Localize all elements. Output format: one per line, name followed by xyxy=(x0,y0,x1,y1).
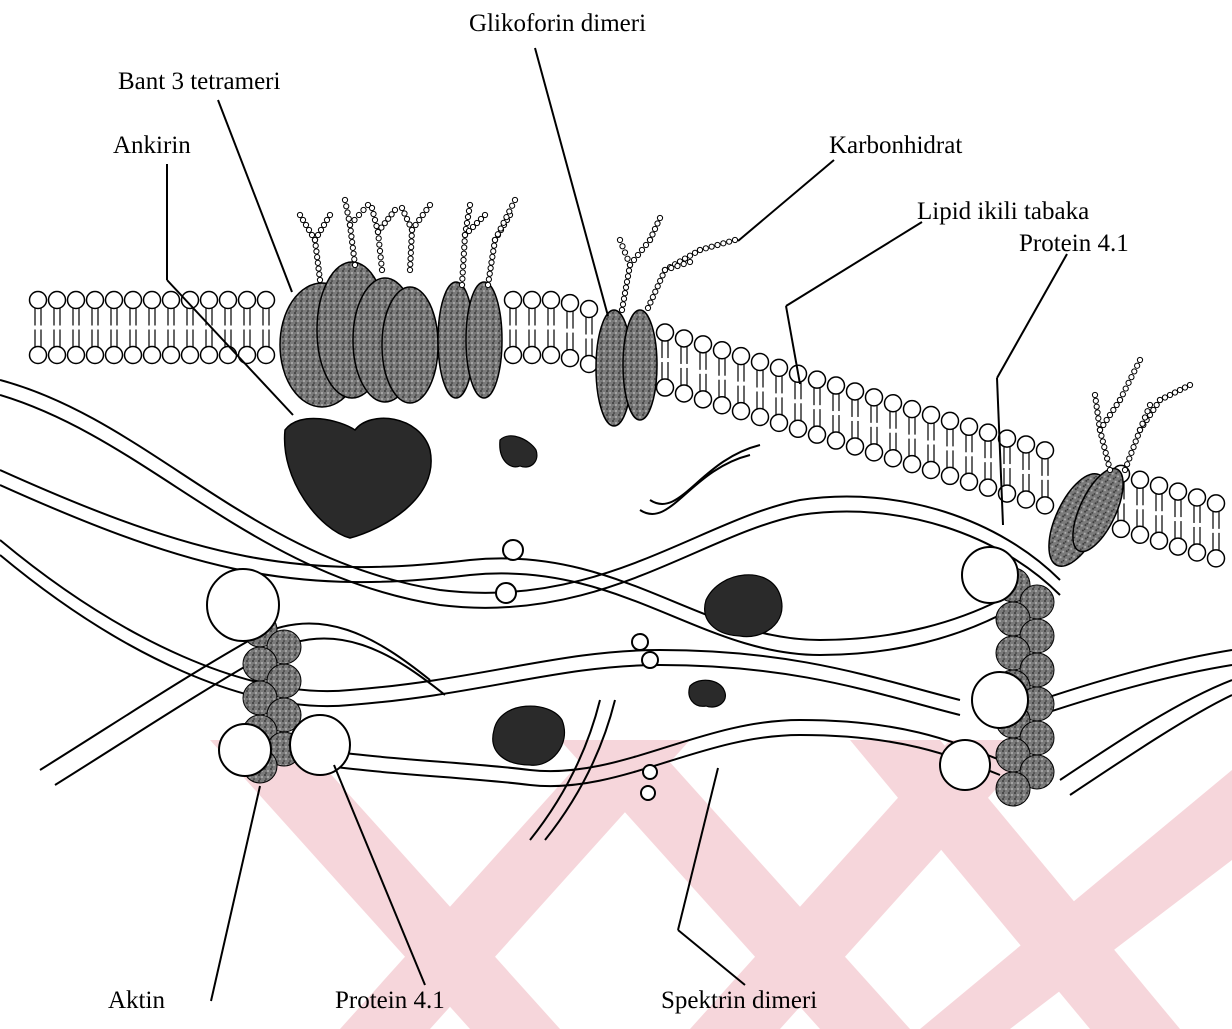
label-aktin: Aktin xyxy=(108,988,165,1013)
label-ankirin: Ankirin xyxy=(113,133,191,158)
lipid-molecule xyxy=(1151,477,1168,549)
lipid-molecule xyxy=(1018,436,1035,508)
lipid-molecule xyxy=(1189,489,1206,561)
lipid-molecule xyxy=(657,324,674,396)
carbohydrate-chain xyxy=(375,207,397,234)
label-lipid-ikili-tabaka: Lipid ikili tabaka xyxy=(917,199,1089,224)
lipid-molecule xyxy=(847,383,864,455)
dark-proteins xyxy=(493,436,782,765)
lipid-molecule xyxy=(1170,483,1187,555)
lipid-molecule xyxy=(144,292,161,364)
lipid-molecule xyxy=(771,359,788,431)
lipid-molecule xyxy=(733,348,750,420)
lipid-molecule xyxy=(752,354,769,426)
carbohydrate-chain xyxy=(347,202,370,227)
carbohydrate-chain xyxy=(1097,357,1142,432)
lipid-molecule xyxy=(505,292,522,364)
carbohydrate-chain xyxy=(342,197,357,267)
lipid-molecule xyxy=(1132,471,1149,543)
lipid-molecule xyxy=(49,292,66,364)
glycophorin-dimer xyxy=(596,310,657,426)
lipid-molecule xyxy=(904,401,921,473)
ankyrin xyxy=(285,418,432,538)
lipid-molecule xyxy=(30,292,47,364)
lipid-molecule xyxy=(543,292,560,364)
lipid-molecule xyxy=(676,330,693,402)
carbohydrate-chain xyxy=(1122,382,1192,472)
lipid-molecule xyxy=(524,292,541,364)
carbohydrate-chain xyxy=(485,212,512,287)
lipid-molecule xyxy=(942,412,959,484)
lipid-molecule xyxy=(258,292,275,364)
lipid-molecule xyxy=(581,300,598,372)
lipid-molecule xyxy=(695,336,712,408)
lipid-molecule xyxy=(828,377,845,449)
lipid-molecule xyxy=(885,395,902,467)
lipid-molecule xyxy=(1208,495,1225,567)
lipid-molecule xyxy=(866,389,883,461)
lipid-molecule xyxy=(961,418,978,490)
lipid-molecule xyxy=(182,292,199,364)
carbohydrate-chain xyxy=(617,237,632,312)
lipid-molecule xyxy=(923,407,940,479)
label-protein-4-1-bottom: Protein 4.1 xyxy=(335,988,445,1013)
glycophorin-right xyxy=(1037,462,1133,575)
carbohydrate-chain xyxy=(459,202,472,287)
lipid-molecule xyxy=(201,292,218,364)
label-spektrin-dimeri: Spektrin dimeri xyxy=(661,988,817,1013)
actin-monomer xyxy=(996,772,1030,806)
lipid-molecule xyxy=(163,292,180,364)
lipid-molecule xyxy=(1037,442,1054,514)
carbohydrate-chain xyxy=(645,237,737,310)
lipid-molecule xyxy=(714,342,731,414)
carbohydrate-chain xyxy=(407,202,432,272)
label-karbonhidrat: Karbonhidrat xyxy=(829,133,962,158)
lipid-molecule xyxy=(980,424,997,496)
band3-tetramer xyxy=(280,262,438,407)
band3-dimer xyxy=(438,282,502,398)
carbohydrate-chain xyxy=(369,205,384,272)
lipid-molecule xyxy=(87,292,104,364)
carbohydrate-chain xyxy=(399,205,414,232)
lipid-molecule xyxy=(125,292,142,364)
label-protein-4-1-top: Protein 4.1 xyxy=(1019,231,1129,256)
carbohydrate-chain xyxy=(627,215,662,267)
watermark xyxy=(210,740,1232,1029)
carbohydrate-chain xyxy=(297,212,322,282)
lipid-molecule xyxy=(809,371,826,443)
lipid-molecule xyxy=(562,295,579,367)
lipid-molecule xyxy=(106,292,123,364)
lipid-molecule xyxy=(68,292,85,364)
carbohydrate-chain xyxy=(1092,392,1112,472)
label-bant3-tetrameri: Bant 3 tetrameri xyxy=(118,69,280,94)
carbohydrate-chain xyxy=(312,212,332,242)
label-glikoforin-dimeri: Glikoforin dimeri xyxy=(469,11,646,36)
lipid-molecule xyxy=(239,292,256,364)
